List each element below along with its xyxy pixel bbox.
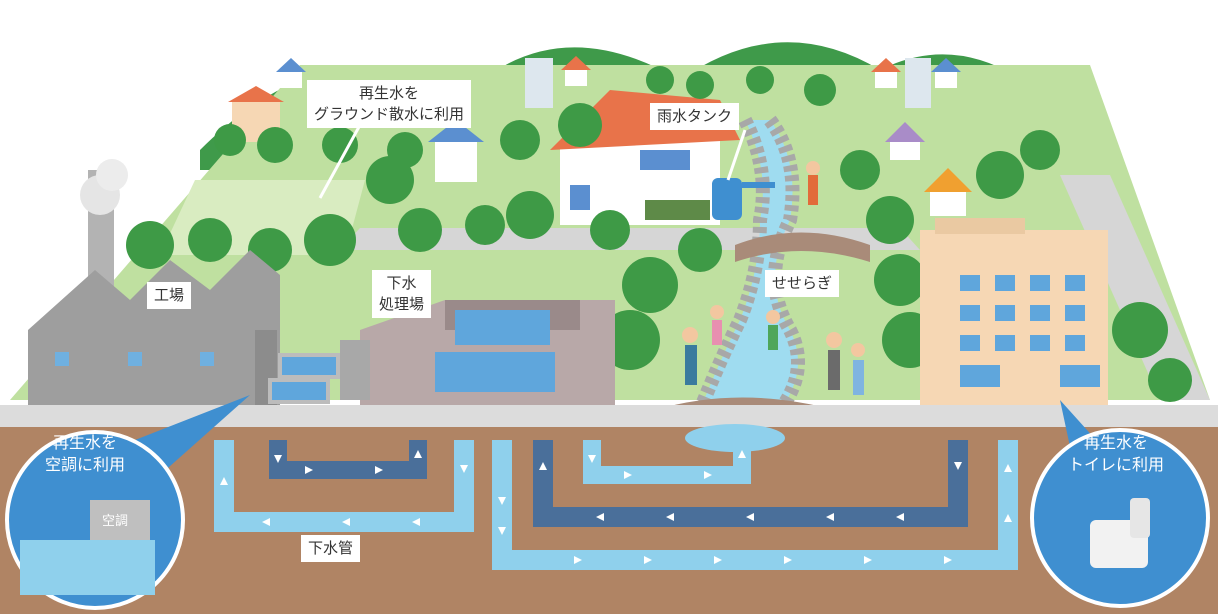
label-reclaimed-ground-watering: 再生水を グラウンド散水に利用: [307, 80, 472, 128]
label-rain-tank: 雨水タンク: [650, 103, 740, 130]
label-line: 下水: [386, 274, 417, 292]
rain-tank: [712, 178, 775, 220]
label-sewer-pipe: 下水管: [301, 535, 361, 562]
bubble-toilet-text: 再生水を トイレに利用: [1068, 432, 1164, 476]
label-factory: 工場: [147, 282, 192, 309]
label-sewage-plant: 下水 処理場: [372, 270, 432, 318]
label-stream: せせらぎ: [765, 270, 840, 297]
office-building: [920, 218, 1108, 405]
trees: [126, 66, 1192, 402]
bridge: [735, 232, 870, 262]
right-bubble: [1030, 400, 1210, 608]
factory: [28, 159, 280, 405]
people: [682, 161, 865, 395]
pavement: [0, 405, 1218, 427]
houses: [228, 56, 972, 216]
flow-arrows: [220, 450, 1012, 564]
sewage-plant: [268, 300, 615, 405]
bubble-line: 再生水を: [1084, 433, 1149, 452]
bubble-aircon-text: 再生水を 空調に利用: [45, 432, 125, 476]
bubble-line: 空調に利用: [45, 455, 126, 474]
label-line: 処理場: [379, 295, 425, 313]
bubble-line: トイレに利用: [1068, 455, 1165, 474]
label-line: 再生水を: [359, 84, 420, 102]
bubble-line: 再生水を: [53, 433, 118, 452]
aircon-unit-label: 空調: [102, 514, 129, 529]
callout-lines: [318, 124, 747, 199]
left-bubble: [5, 395, 250, 610]
label-line: グラウンド散水に利用: [314, 105, 465, 123]
